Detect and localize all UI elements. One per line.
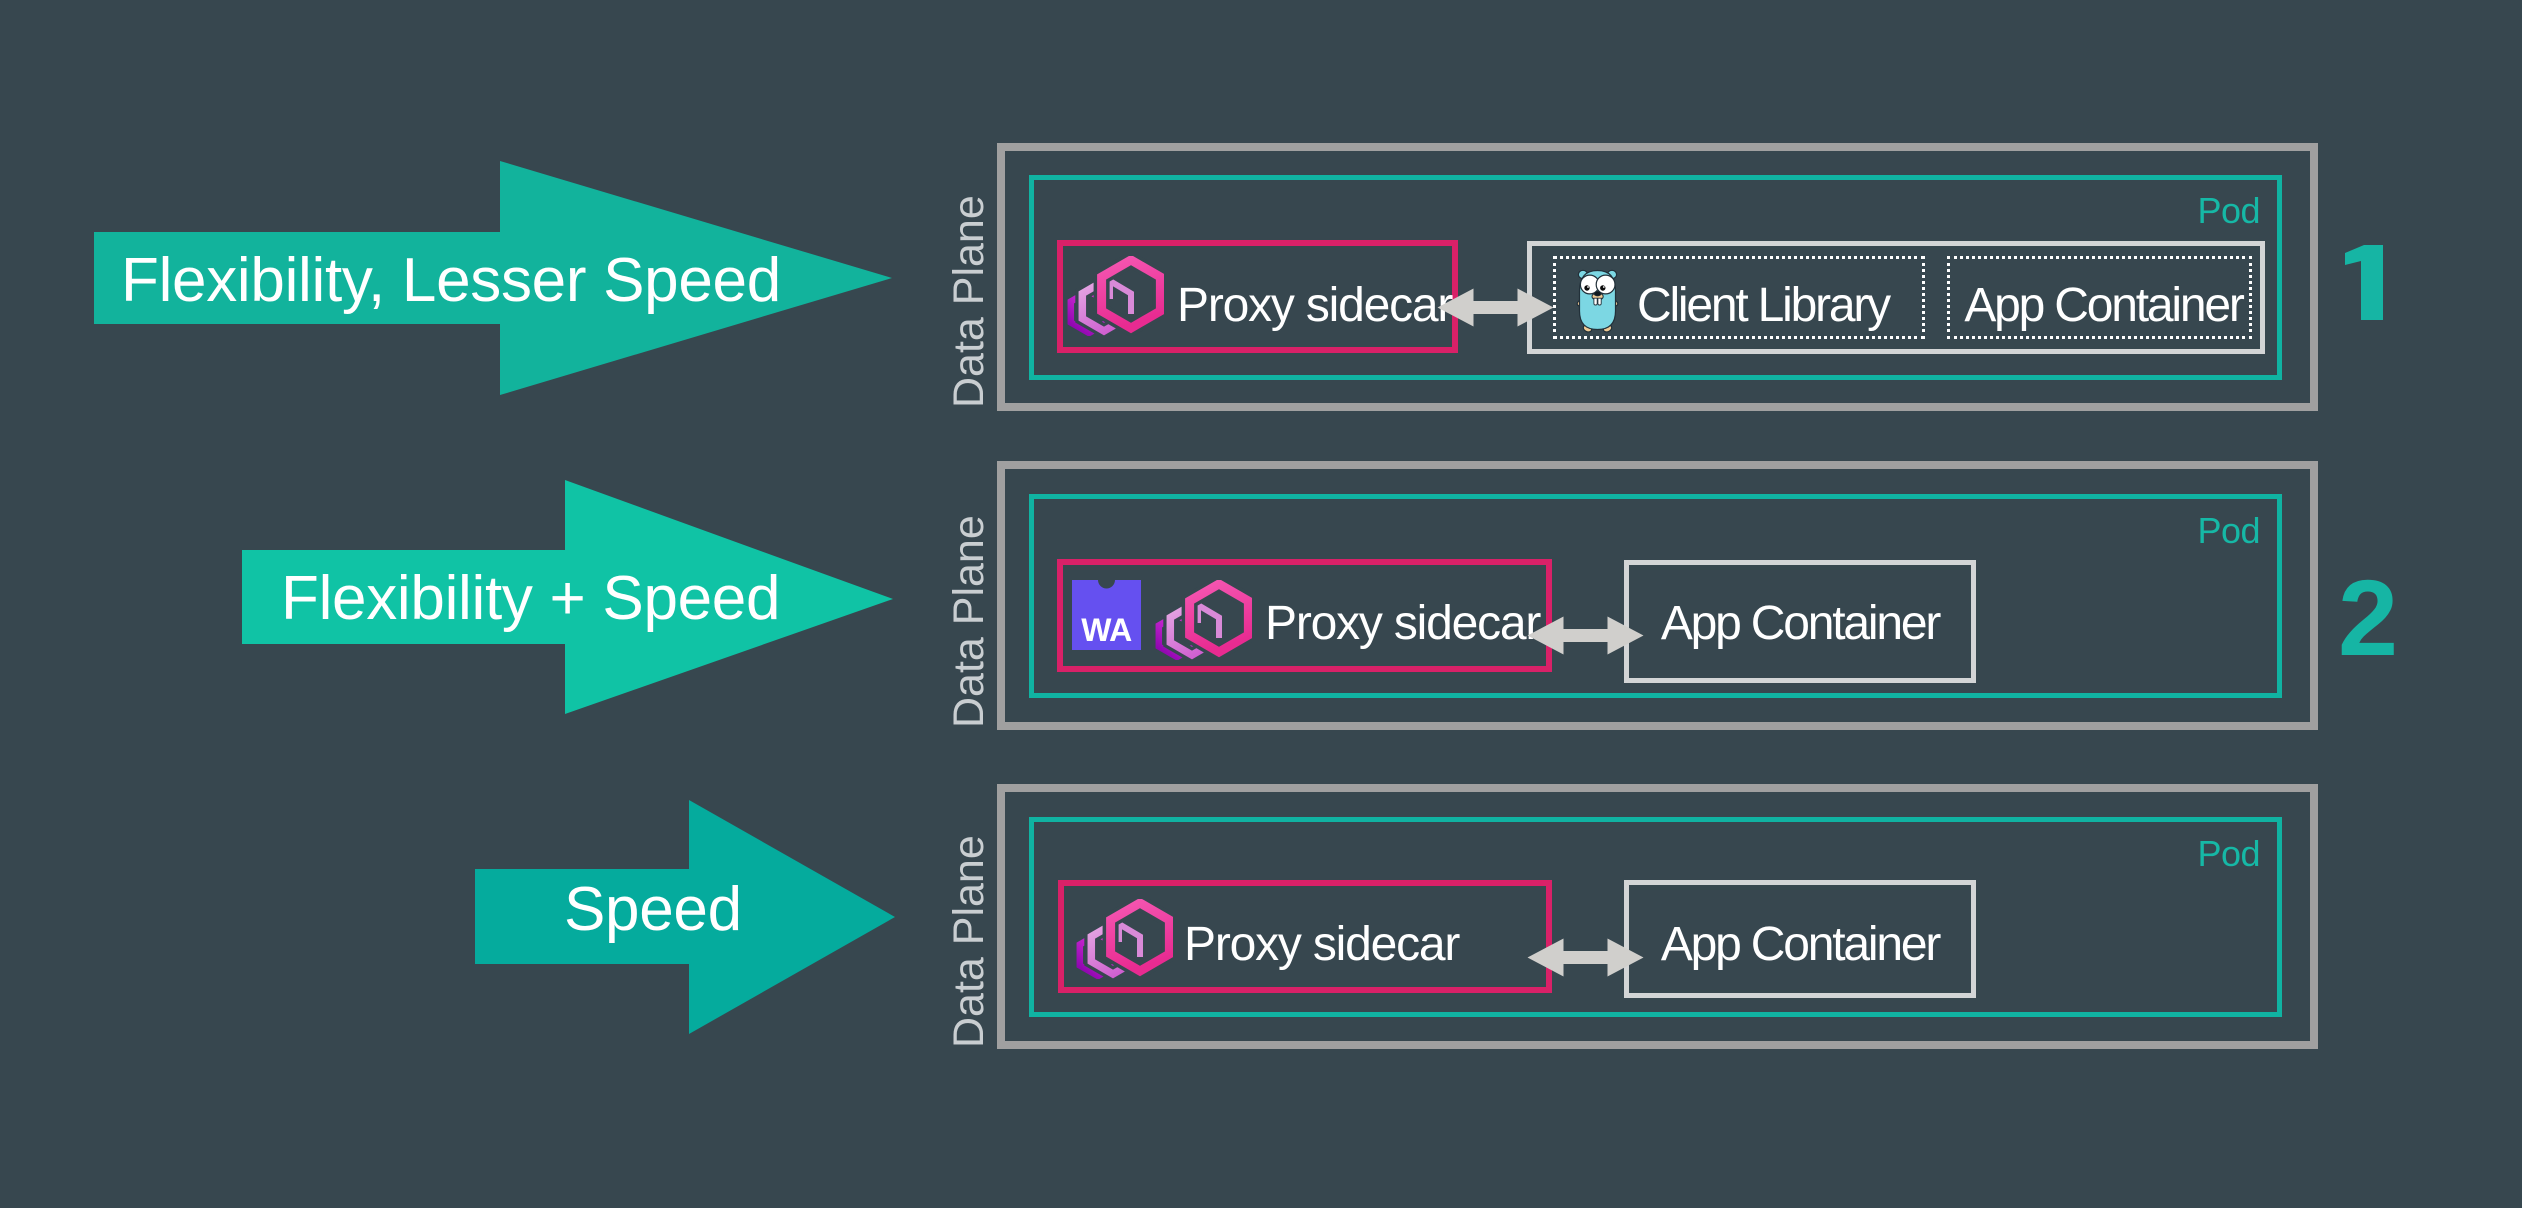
svg-text:WA: WA — [1081, 612, 1132, 648]
